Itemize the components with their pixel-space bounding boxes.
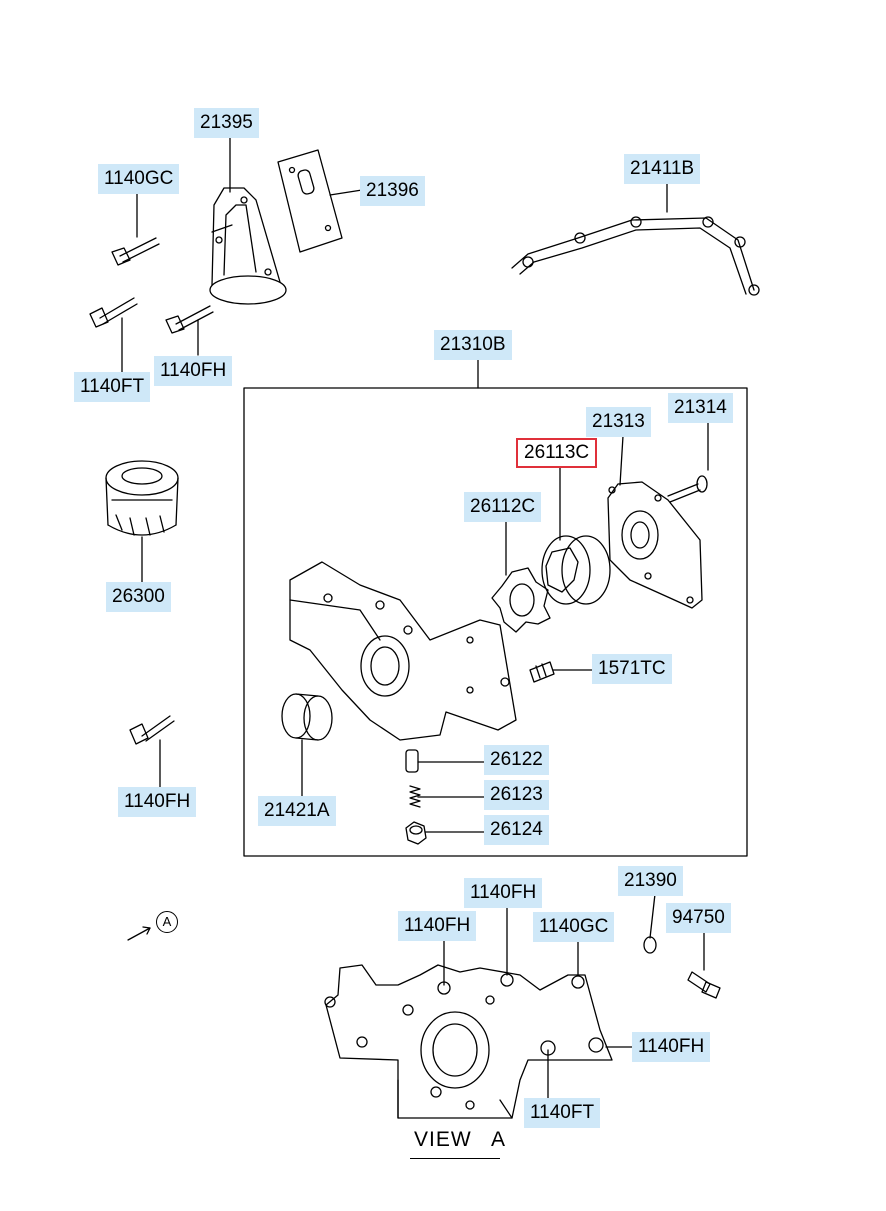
- pump-cover-drawing: [607, 481, 703, 609]
- oil-filter-drawing: [105, 460, 179, 536]
- plunger-26122-drawing: [405, 749, 419, 773]
- oil-strainer-drawing: [209, 187, 287, 305]
- cap-26124-drawing: [405, 821, 427, 845]
- label-21396: 21396: [360, 176, 425, 206]
- spring-26123-drawing: [409, 785, 421, 808]
- label-1140fh-mid: 1140FH: [118, 787, 197, 817]
- view-arrow-drawing: [127, 926, 151, 941]
- label-94750: 94750: [666, 903, 731, 933]
- label-1140fh-view1: 1140FH: [398, 911, 477, 941]
- label-1140fh-view2: 1140FH: [464, 878, 543, 908]
- inner-gear-26112c-drawing: [491, 567, 551, 633]
- leader-21313: [619, 435, 624, 486]
- view-a-caption: VIEW A: [414, 1128, 506, 1152]
- view-a-underline: [410, 1158, 500, 1159]
- label-1140gc-top: 1140GC: [98, 164, 180, 194]
- cover-gasket-drawing: [511, 216, 760, 296]
- label-21395: 21395: [194, 108, 259, 138]
- outer-rotor-26113c-drawing: [541, 535, 611, 605]
- oil-pump-assembly-box: [243, 387, 748, 857]
- label-21310b: 21310B: [434, 330, 512, 360]
- label-21314: 21314: [668, 393, 733, 423]
- sensor-94750-drawing: [687, 971, 721, 999]
- bolt-1140ft-drawing: [89, 297, 138, 328]
- label-26300: 26300: [106, 582, 171, 612]
- bolt-1140gc-drawing: [111, 237, 160, 266]
- view-a-reference-marker: A: [156, 911, 178, 933]
- label-1140fh-left: 1140FH: [154, 356, 233, 386]
- label-26113c: 26113C: [516, 438, 598, 468]
- label-21390: 21390: [618, 866, 683, 896]
- oil-seal-drawing: [281, 693, 333, 741]
- label-26124: 26124: [484, 815, 549, 845]
- strainer-gasket-drawing: [277, 149, 343, 253]
- label-26123: 26123: [484, 780, 549, 810]
- leader-21396: [329, 189, 363, 196]
- label-1140fh-view3: 1140FH: [632, 1032, 711, 1062]
- oil-pump-housing-drawing: [289, 561, 517, 741]
- plug-1571tc-drawing: [529, 661, 555, 683]
- label-1140ft-view: 1140FT: [524, 1098, 601, 1128]
- leader-21390: [649, 893, 656, 939]
- label-21411b: 21411B: [624, 154, 701, 184]
- o-ring-21390-drawing: [643, 936, 657, 954]
- label-1140ft-left: 1140FT: [74, 372, 151, 402]
- label-21421a: 21421A: [258, 796, 336, 826]
- label-1140gc-view: 1140GC: [533, 912, 615, 942]
- label-1571tc: 1571TC: [592, 654, 672, 684]
- label-26112c: 26112C: [464, 492, 542, 522]
- screw-21314-drawing: [667, 475, 708, 503]
- bolt-1140fh-left-drawing: [165, 305, 214, 334]
- view-a-caption-text: VIEW A: [414, 1128, 507, 1151]
- label-26122: 26122: [484, 745, 549, 775]
- view-a-housing-drawing: [324, 964, 613, 1119]
- bolt-1140fh-mid-drawing: [129, 715, 175, 745]
- label-21313: 21313: [586, 407, 651, 437]
